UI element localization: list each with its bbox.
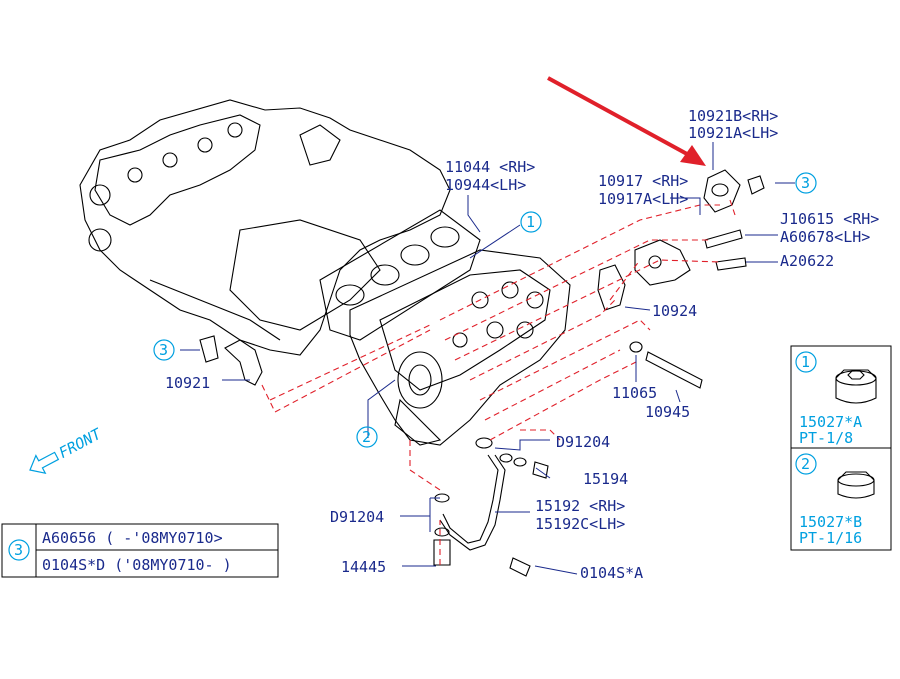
label-10945: 10945 <box>645 403 690 421</box>
label-14445: 14445 <box>341 558 386 576</box>
legend-row-2: 0104S*D ('08MY0710- ) <box>42 556 232 574</box>
label-a20622: A20622 <box>780 252 834 270</box>
plug-inset: 1 15027*A PT-1/8 2 15027*B PT-1/16 <box>790 345 892 551</box>
left-oil-control-valve <box>199 335 263 386</box>
callout-1: 1 <box>526 213 535 231</box>
label-d91204-a: D91204 <box>556 433 610 451</box>
legend-marker: 3 <box>14 541 23 559</box>
label-d91204-b: D91204 <box>330 508 384 526</box>
oil-pipe <box>433 437 549 577</box>
inset-spec-2: PT-1/16 <box>799 529 862 547</box>
legend-row-1: A60656 ( -'08MY0710> <box>42 529 223 547</box>
label-15192c: 15192C<LH> <box>535 515 625 533</box>
label-11044: 11044 <RH> <box>445 158 535 176</box>
label-10921a: 10921A<LH> <box>688 124 778 142</box>
label-11065: 11065 <box>612 384 657 402</box>
label-10921: 10921 <box>165 374 210 392</box>
callout-3-left: 3 <box>159 341 168 359</box>
oil-control-valve-assembly <box>597 169 765 311</box>
inset-marker-2: 2 <box>801 455 810 473</box>
legend-table: 3 A60656 ( -'08MY0710> 0104S*D ('08MY071… <box>1 523 279 578</box>
inset-marker-1: 1 <box>801 353 810 371</box>
front-label: FRONT <box>56 424 105 462</box>
leader-lines <box>180 142 795 575</box>
head-gasket <box>319 209 481 341</box>
inset-spec-1: PT-1/8 <box>799 429 853 447</box>
inset-part-2: 15027*B <box>799 513 862 531</box>
callout-markers: 3 1 3 2 <box>153 172 817 448</box>
label-10921b: 10921B<RH> <box>688 107 778 125</box>
bolt-10945 <box>629 341 703 389</box>
highlight-arrow <box>547 76 706 166</box>
label-0104sa: 0104S*A <box>580 564 643 582</box>
cylinder-head <box>349 249 571 446</box>
front-indicator: FRONT <box>29 424 105 475</box>
label-15192: 15192 <RH> <box>535 497 625 515</box>
label-10924: 10924 <box>652 302 697 320</box>
engine-block <box>79 99 451 356</box>
label-10917: 10917 <RH> <box>598 172 688 190</box>
label-15194: 15194 <box>583 470 628 488</box>
callout-3-top: 3 <box>801 174 810 192</box>
label-10917a: 10917A<LH> <box>598 190 688 208</box>
inset-part-1: 15027*A <box>799 413 862 431</box>
callout-2: 2 <box>362 428 371 446</box>
part-labels: 10921B<RH> 10921A<LH> 11044 <RH> 10944<L… <box>165 107 879 582</box>
label-10944: 10944<LH> <box>445 176 526 194</box>
guide-lines <box>261 199 736 565</box>
label-a60678: A60678<LH> <box>780 228 870 246</box>
label-j10615: J10615 <RH> <box>780 210 879 228</box>
